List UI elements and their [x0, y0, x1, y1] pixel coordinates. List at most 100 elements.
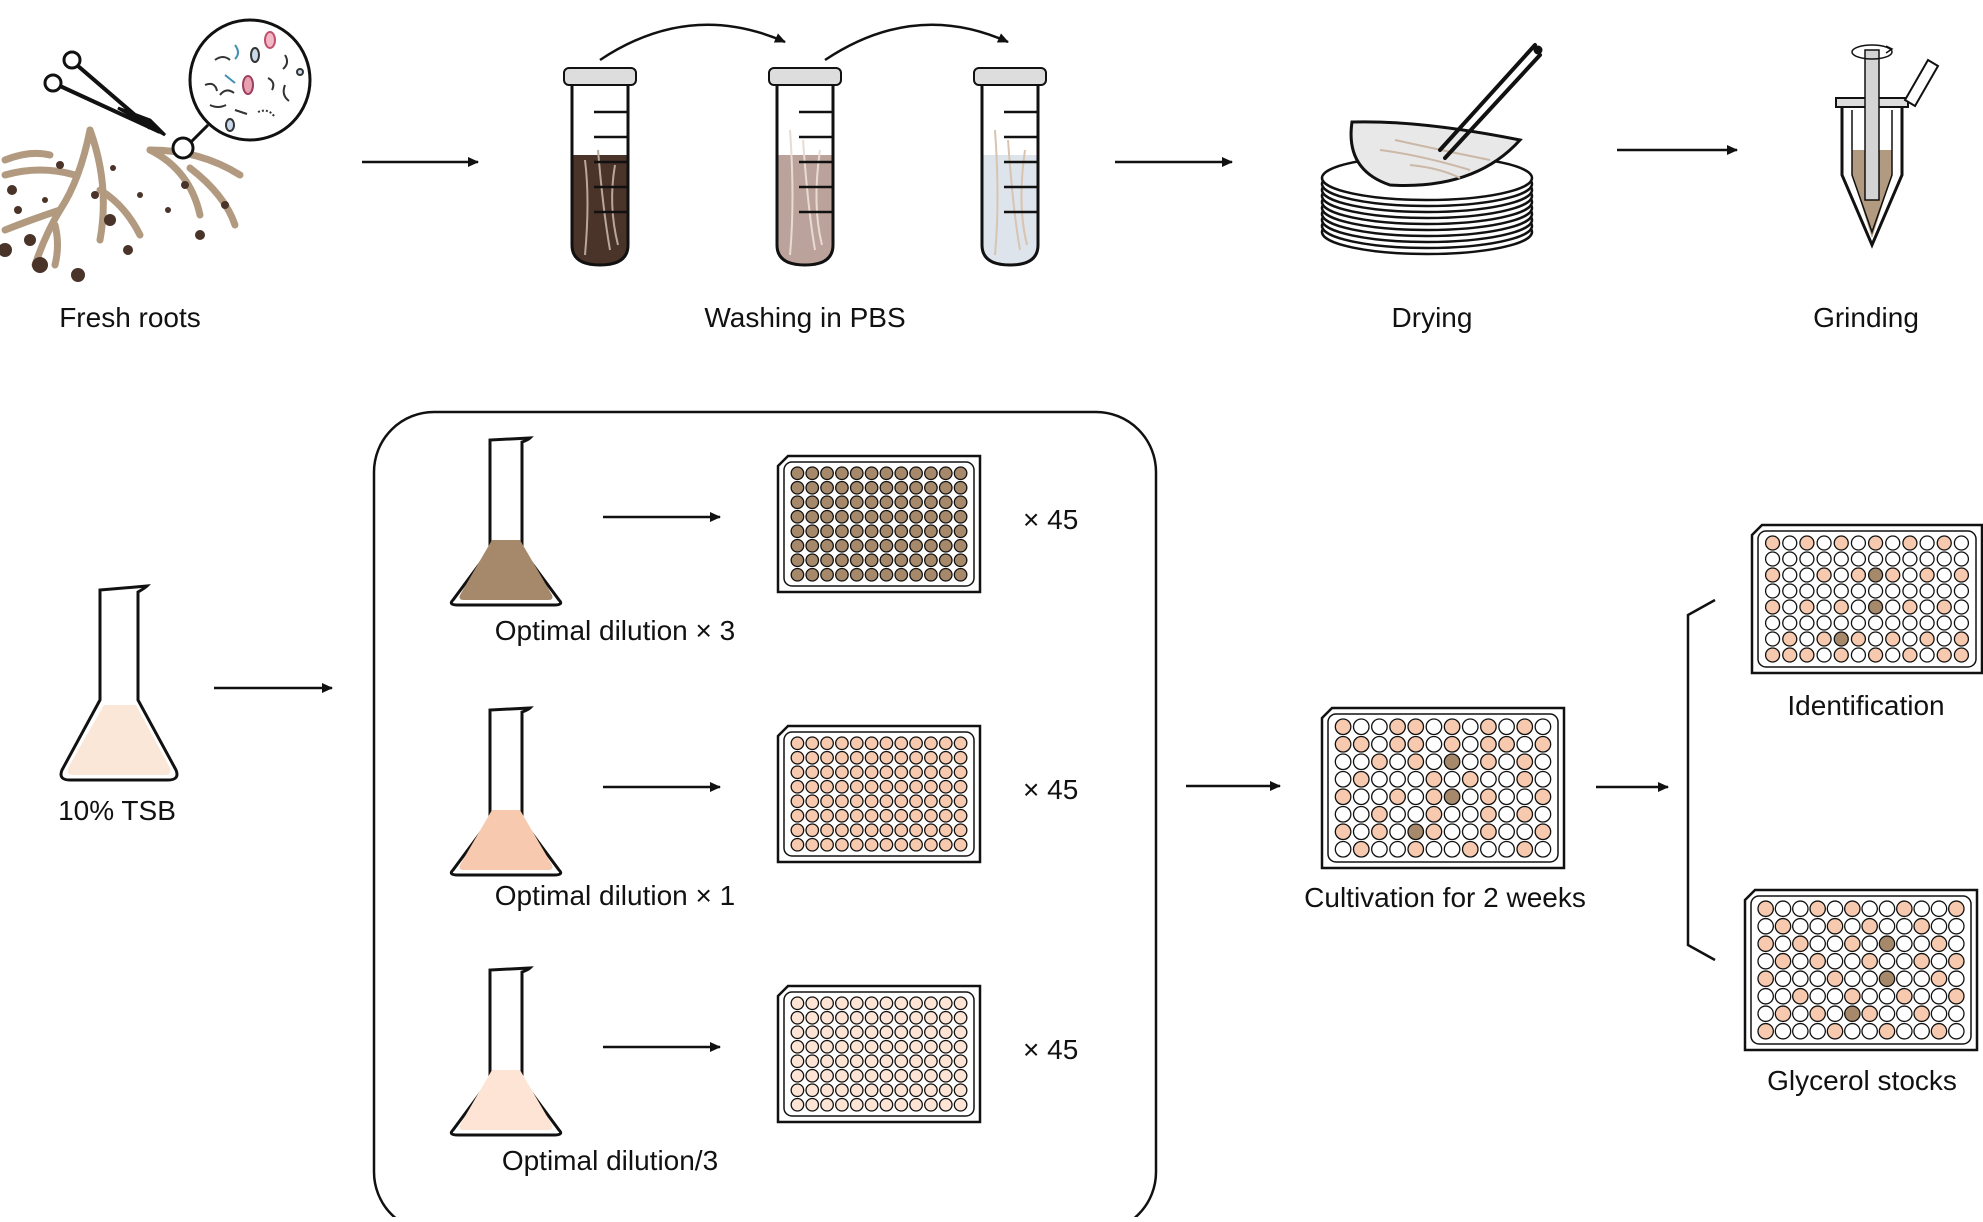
- cultivation-plate-well: [1371, 735, 1388, 753]
- glycerol-plate-well: [1878, 1005, 1896, 1023]
- identification-plate-well: [1833, 599, 1849, 615]
- glycerol-plate-well: [1844, 1022, 1861, 1040]
- dilution-plate-well: [924, 794, 938, 809]
- dilution-plate-well: [849, 1054, 864, 1069]
- dilution-plate-well: [894, 538, 909, 553]
- dilution-plate-well: [879, 524, 894, 539]
- identification-plate-well: [1885, 647, 1901, 663]
- dilution-plate-well: [820, 495, 834, 510]
- identification-plate-well: [1816, 567, 1832, 583]
- identification-plate-well: [1919, 583, 1935, 599]
- glycerol-plate-well: [1861, 900, 1878, 918]
- dilution-plate-well: [924, 996, 938, 1011]
- dilution-plate-well: [953, 794, 968, 809]
- dilution-plate-well: [909, 794, 923, 809]
- cultivation-plate-well: [1352, 770, 1370, 788]
- dilution-plate-well: [938, 794, 953, 809]
- identification-plate: [1750, 523, 1983, 675]
- glycerol-plate-well: [1896, 917, 1913, 935]
- glycerol-plate-well: [1774, 987, 1792, 1005]
- dilution-plate-well: [820, 1097, 834, 1112]
- cultivation-plate-well: [1407, 805, 1425, 823]
- grinding-illustration: Grinding: [1813, 44, 1940, 333]
- dilution-plate-well: [924, 1039, 938, 1054]
- glycerol-plate-well: [1774, 970, 1792, 988]
- dilution-plate-well: [864, 750, 879, 765]
- glycerol-plate-well: [1792, 917, 1809, 935]
- cultivation-plate-well: [1352, 823, 1370, 841]
- cultivation-plate-well: [1352, 840, 1370, 858]
- dilution-plate-well: [805, 509, 820, 524]
- identification-plate-well: [1850, 567, 1867, 583]
- identification-plate-well: [1936, 599, 1952, 615]
- forceps-icon: [1438, 43, 1543, 160]
- dilution-plate-well: [849, 750, 864, 765]
- dilution-plate-well: [849, 1039, 864, 1054]
- cultivation-plate: [1320, 706, 1566, 870]
- dilution-plate-well: [864, 1010, 879, 1025]
- dilution-plate-well: [790, 538, 805, 553]
- dilution-plate-well: [805, 1010, 820, 1025]
- glycerol-plate-well: [1826, 970, 1844, 988]
- dilution-plate-well: [864, 996, 879, 1011]
- dilution-plate-well: [894, 750, 909, 765]
- glycerol-plate-well: [1861, 917, 1878, 935]
- cultivation-plate-well: [1480, 788, 1497, 806]
- glycerol-plate-well: [1792, 952, 1809, 970]
- dilution-plate-well: [924, 480, 938, 495]
- dilution-plate-well: [864, 524, 879, 539]
- flask-icon: [449, 706, 563, 877]
- glycerol-plate: [1743, 888, 1979, 1052]
- dilution-plate-well: [820, 538, 834, 553]
- dilution-plate-well: [864, 567, 879, 582]
- dilution-plate-well: [790, 837, 805, 852]
- dilution-plate-well: [894, 779, 909, 794]
- glycerol-plate-well: [1774, 917, 1792, 935]
- dilution-plate-well: [879, 765, 894, 780]
- cultivation-plate-well: [1498, 735, 1515, 753]
- identification-plate-well: [1902, 551, 1918, 567]
- dilution-plate-well: [909, 736, 923, 751]
- dilution-plate-well: [953, 524, 968, 539]
- glycerol-plate-well: [1844, 987, 1861, 1005]
- dilution-plate-well: [805, 480, 820, 495]
- dilution-plate-well: [938, 823, 953, 838]
- dilution-plate-well: [938, 538, 953, 553]
- dilution-plate-well: [909, 1068, 923, 1083]
- cultivation-plate-well: [1407, 718, 1425, 736]
- glycerol-plate-well: [1896, 900, 1913, 918]
- dilution-plate-well: [894, 765, 909, 780]
- dilution-plate-well: [805, 1039, 820, 1054]
- dilution-plate-well: [938, 509, 953, 524]
- dilution-plate-well: [938, 553, 953, 568]
- glycerol-plate-well: [1878, 935, 1896, 953]
- dilution-plate-well: [805, 538, 820, 553]
- dilution-plate-well: [953, 538, 968, 553]
- dilution-plate-well: [849, 794, 864, 809]
- identification-plate-well: [1919, 567, 1935, 583]
- dilution-plate-well: [790, 553, 805, 568]
- cultivation-plate-well: [1480, 753, 1497, 771]
- identification-plate-well: [1799, 647, 1815, 663]
- dilution-plate-well: [953, 808, 968, 823]
- dilution-plate-well: [938, 779, 953, 794]
- glycerol-plate-well: [1792, 900, 1809, 918]
- plate-multiplier: × 45: [1023, 774, 1078, 805]
- glycerol-plate-well: [1826, 935, 1844, 953]
- dilution-plate-well: [849, 765, 864, 780]
- dilution-plate-well: [820, 808, 834, 823]
- cultivation-plate-well: [1425, 805, 1443, 823]
- cultivation-plate-well: [1498, 805, 1515, 823]
- identification-plate-well: [1867, 535, 1884, 551]
- glycerol-plate-well: [1792, 935, 1809, 953]
- dilution-plate-well: [849, 1010, 864, 1025]
- glycerol-plate-well: [1826, 900, 1844, 918]
- identification-plate-well: [1936, 631, 1952, 647]
- cultivation-plate-well: [1352, 753, 1370, 771]
- dilution-plate: [776, 724, 982, 864]
- glycerol-plate-well: [1826, 987, 1844, 1005]
- dilution-plate-well: [879, 1010, 894, 1025]
- dilution-plate-well: [835, 750, 849, 765]
- glycerol-plate-well: [1861, 1005, 1878, 1023]
- glycerol-plate-well: [1757, 987, 1774, 1005]
